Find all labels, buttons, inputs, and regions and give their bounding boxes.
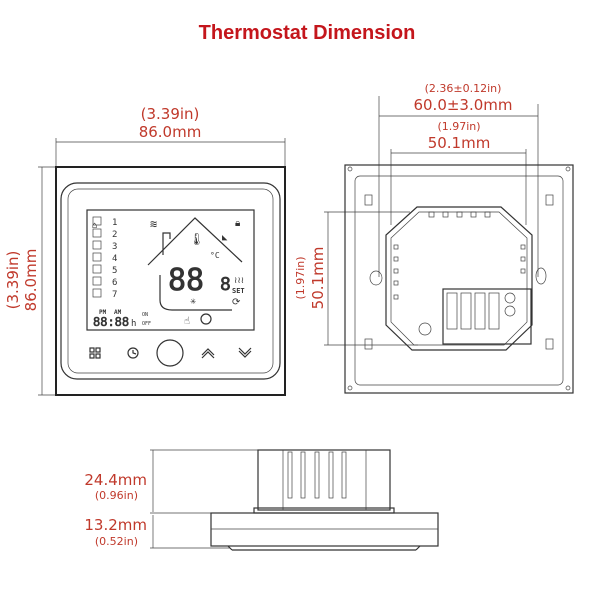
program-number: 4 xyxy=(112,254,117,264)
back-height-in: (1.97in) xyxy=(294,256,307,299)
mounting-hole-left xyxy=(369,270,383,286)
unit-label: °C xyxy=(210,251,220,260)
steam-icon: ≋ xyxy=(150,217,157,231)
menu-icon xyxy=(89,347,95,353)
program-number: 6 xyxy=(112,278,117,288)
front-panel-side xyxy=(210,512,439,547)
snowflake-icon: ✳ xyxy=(190,296,196,307)
menu-button[interactable] xyxy=(89,347,101,359)
mounting-hole-right xyxy=(535,267,547,285)
panel-depth-mm: 13.2mm xyxy=(84,516,147,534)
program-number: 7 xyxy=(112,290,117,300)
temperature-digits: 88 xyxy=(168,263,204,298)
pm-label: PM xyxy=(99,309,107,316)
back-inner-in: (1.97in) xyxy=(437,120,480,133)
house-icon xyxy=(147,217,243,266)
clock-icon xyxy=(127,347,139,359)
side-view: 24.4mm (0.96in) 13.2mm (0.52in) xyxy=(84,449,439,551)
up-button[interactable] xyxy=(201,348,215,359)
program-number: 1 xyxy=(112,218,117,228)
front-width-mm: 86.0mm xyxy=(139,123,202,141)
terminal-block xyxy=(442,288,532,345)
thermometer-icon: 🌡︎ xyxy=(189,232,204,246)
diagram-title: Thermostat Dimension xyxy=(199,22,416,44)
clock-button[interactable] xyxy=(127,347,139,359)
pins xyxy=(287,451,347,499)
box-depth-in: (0.96in) xyxy=(95,489,138,502)
front-width-in: (3.39in) xyxy=(141,105,200,123)
down-chevron-icon xyxy=(238,347,252,355)
panel-depth-in: (0.52in) xyxy=(95,535,138,548)
off-label: OFF xyxy=(142,321,151,327)
back-outer-mm: 60.0±3.0mm xyxy=(413,96,512,114)
am-label: AM xyxy=(114,309,122,316)
front-height-mm: 86.0mm xyxy=(22,249,40,312)
front-frame xyxy=(55,166,286,396)
lock-icon: 🔒︎ xyxy=(235,218,240,229)
set-label: SET xyxy=(232,287,245,295)
back-view: (2.36±0.12in) 60.0±3.0mm (1.97in) 50.1mm… xyxy=(294,82,574,394)
junction-box xyxy=(385,206,533,351)
front-bezel xyxy=(60,182,281,380)
back-height-mm: 50.1mm xyxy=(309,247,327,310)
heating-icon: ≀≀≀ xyxy=(234,276,244,286)
junction-box-side xyxy=(257,449,391,511)
auto-icon: ⟳ xyxy=(232,297,241,308)
back-inner-mm: 50.1mm xyxy=(428,134,491,152)
on-label: ON xyxy=(142,312,148,318)
wifi-icon: ◣ xyxy=(222,233,228,243)
front-view: (3.39in) 86.0mm (3.39in) 86.0mm ⌂ 1 2 3 … xyxy=(4,105,286,396)
back-outer-in: (2.36±0.12in) xyxy=(425,82,502,95)
program-number: 5 xyxy=(112,266,117,276)
timer-icon xyxy=(200,313,212,325)
box-depth-mm: 24.4mm xyxy=(84,471,147,489)
temperature-decimal: 8 xyxy=(220,274,231,295)
terminals xyxy=(446,292,516,330)
hand-icon: ☝ xyxy=(184,316,190,327)
power-button[interactable] xyxy=(156,339,184,367)
front-height-in: (3.39in) xyxy=(4,251,22,310)
up-chevron-icon xyxy=(201,348,215,356)
hour-suffix: h xyxy=(131,319,136,329)
back-plate xyxy=(344,164,574,394)
down-button[interactable] xyxy=(238,347,252,358)
program-number: 3 xyxy=(112,242,117,252)
lcd-screen xyxy=(86,209,255,331)
clock-digits: 88:88 xyxy=(93,315,129,329)
program-house-icons: ⌂ xyxy=(92,221,97,231)
program-number: 2 xyxy=(112,230,117,240)
